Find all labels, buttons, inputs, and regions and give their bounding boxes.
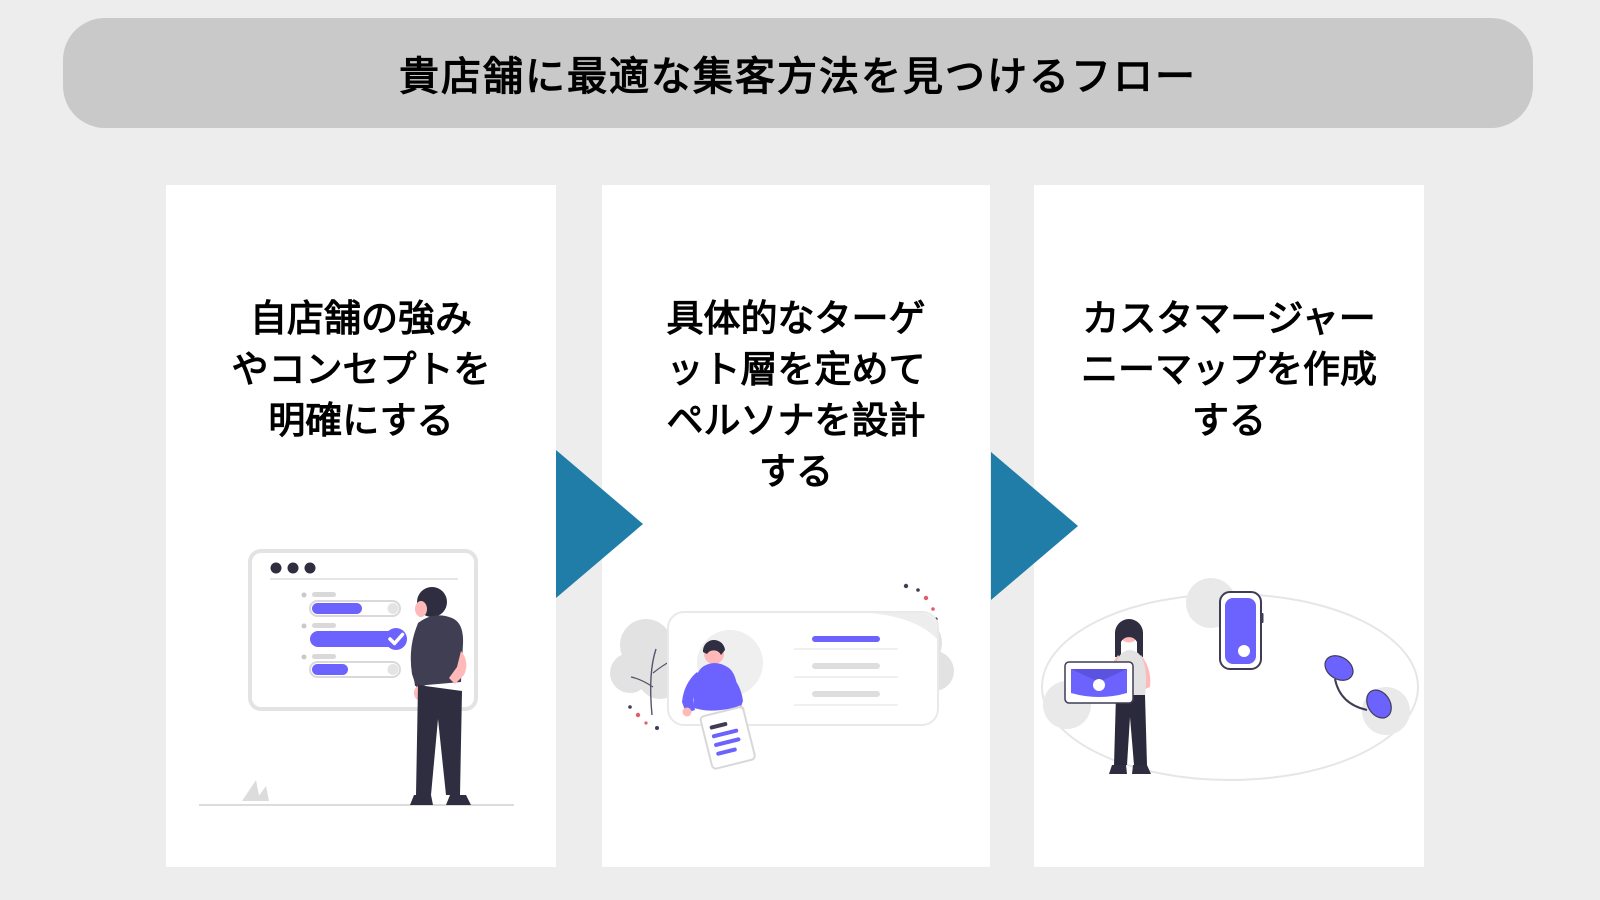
- standing-person-figure: [410, 587, 471, 805]
- page-title: 貴店舗に最適な集客方法を見つけるフロー: [399, 55, 1197, 99]
- step-1-line-1: 自店舗の強み: [250, 298, 472, 339]
- checklist-illustration-icon: [199, 549, 514, 806]
- touchpoints-illustration-icon: [1041, 578, 1419, 781]
- smartphone-icon: [1219, 591, 1264, 670]
- step-3-text: カスタマージャー ニーマップを作成 する: [1034, 293, 1424, 446]
- step-3-line-2: ニーマップを作成: [1081, 349, 1377, 390]
- flow-arrow-right-icon: [556, 450, 643, 598]
- persona-card-illustration-icon: [610, 583, 954, 770]
- step-card-2: 具体的なターゲ ット層を定めて ペルソナを設計 する: [602, 185, 990, 867]
- step-2-text: 具体的なターゲ ット層を定めて ペルソナを設計 する: [602, 293, 990, 497]
- step-1-text: 自店舗の強み やコンセプトを 明確にする: [166, 293, 556, 446]
- step-card-3: カスタマージャー ニーマップを作成 する: [1034, 185, 1424, 867]
- phone-handset-icon: [1324, 655, 1392, 719]
- step-2-line-3: ペルソナを設計: [666, 400, 926, 441]
- envelope-icon: [1064, 661, 1134, 704]
- step-1-line-2: やコンセプトを: [231, 349, 491, 390]
- step-2-line-4: する: [759, 451, 833, 492]
- step-3-line-1: カスタマージャー: [1082, 298, 1376, 339]
- document-icon: [699, 706, 756, 770]
- step-card-1: 自店舗の強み やコンセプトを 明確にする: [166, 185, 556, 867]
- confetti-dots: [628, 583, 938, 730]
- step-2-line-2: ット層を定めて: [666, 349, 926, 390]
- step-2-line-1: 具体的なターゲ: [666, 298, 926, 339]
- title-bar: 貴店舗に最適な集客方法を見つけるフロー: [63, 18, 1533, 128]
- step-1-line-3: 明確にする: [268, 400, 454, 441]
- step-3-line-3: する: [1192, 400, 1266, 441]
- flow-arrow-right-icon: [991, 452, 1078, 600]
